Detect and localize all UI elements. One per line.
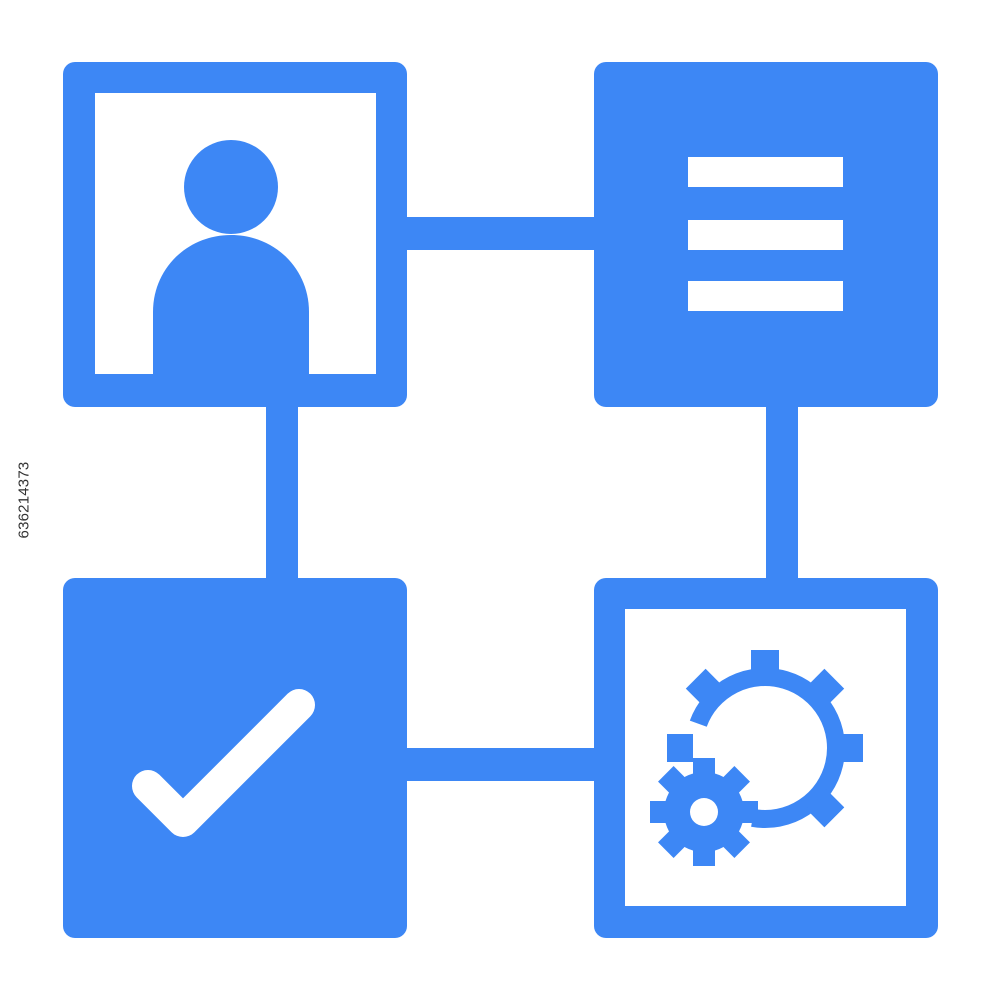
side-id-text: 636214373 [15,461,33,539]
connector-left [266,400,298,582]
small-gear-icon [650,758,758,866]
large-gear-icon [667,650,863,828]
user-profile-icon [63,62,407,407]
document-lines-icon [594,62,938,407]
checkmark-icon [63,578,407,938]
connector-right [766,400,798,582]
connector-bottom [400,748,600,781]
connector-top [400,217,600,250]
gears-icon [594,578,938,938]
connector-lines [266,217,798,781]
